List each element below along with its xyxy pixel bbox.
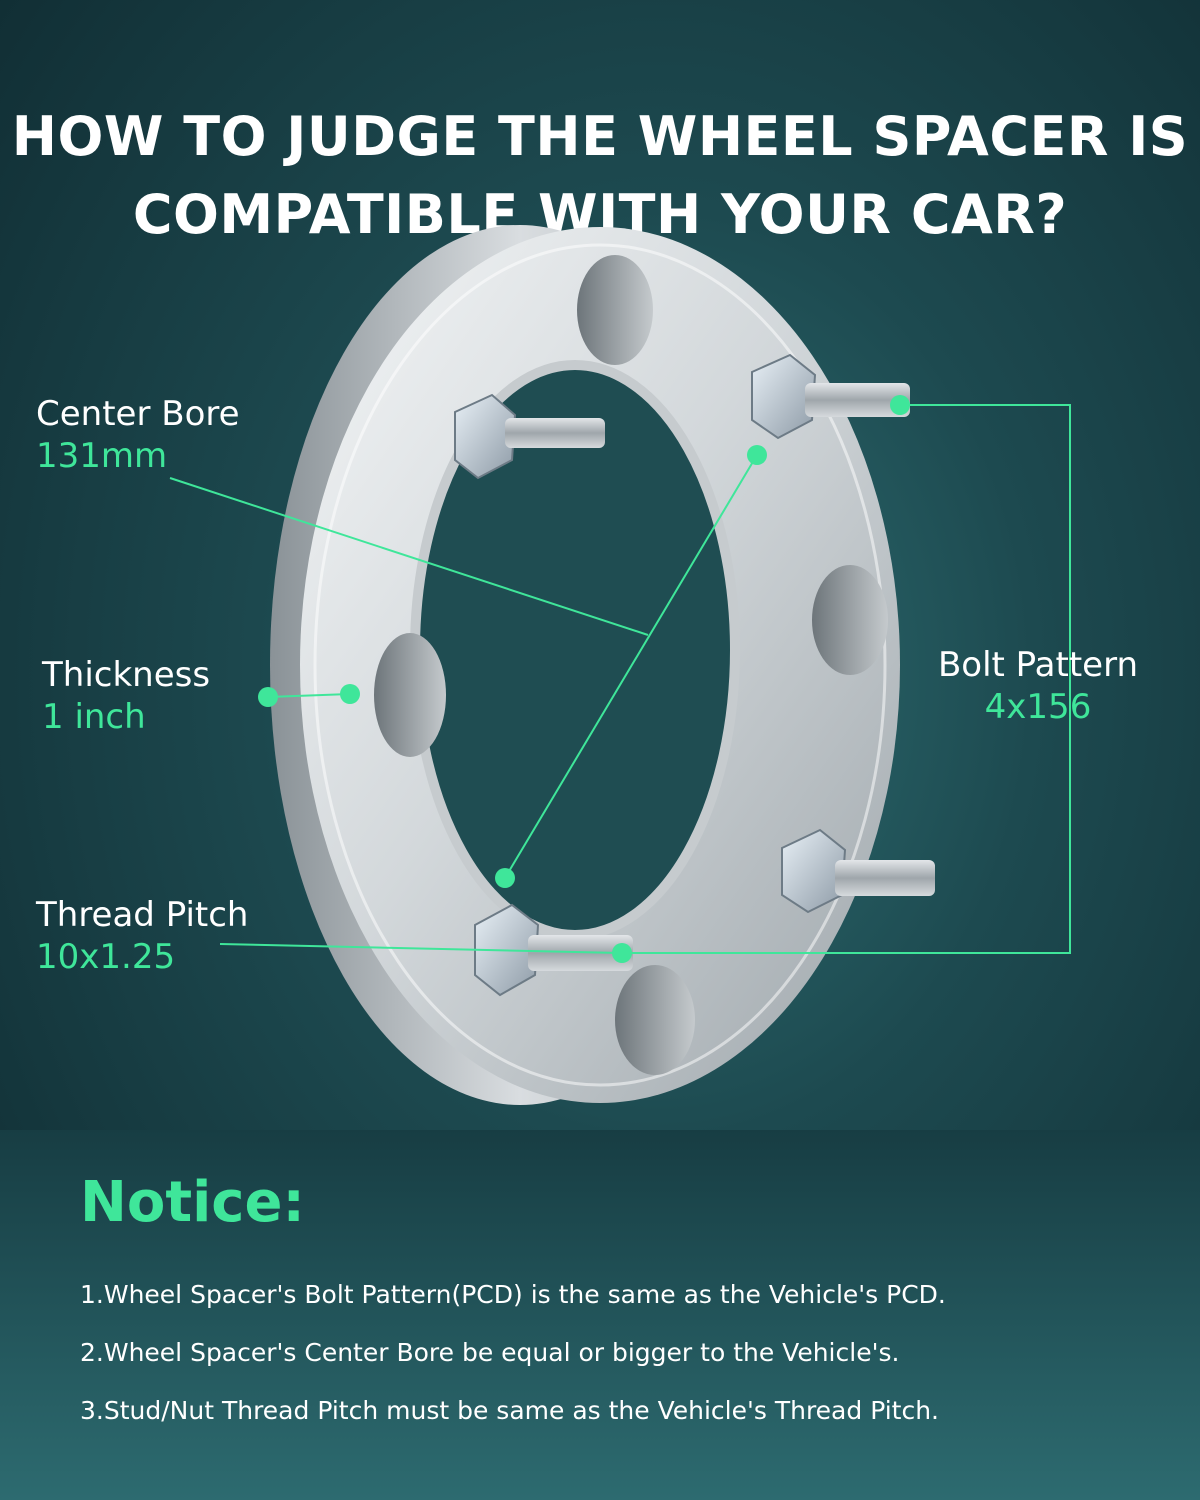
lug-nut-icon xyxy=(454,393,605,480)
callout-bolt-pattern xyxy=(622,404,1071,954)
callout-center-bore xyxy=(169,477,649,636)
lug-nut-icon xyxy=(751,353,910,440)
thread-pitch-name: Thread Pitch xyxy=(36,895,249,935)
thickness-value: 1 inch xyxy=(42,697,146,737)
notice-panel xyxy=(0,1130,1200,1500)
thread-pitch-label: Thread Pitch 10x1.25 xyxy=(36,894,248,978)
notice-list: 1.Wheel Spacer's Bolt Pattern(PCD) is th… xyxy=(80,1280,946,1454)
callout-thickness xyxy=(267,693,351,698)
bolt-pattern-name: Bolt Pattern xyxy=(937,645,1139,685)
notice-item: 1.Wheel Spacer's Bolt Pattern(PCD) is th… xyxy=(80,1280,946,1309)
bolt-pattern-label: Bolt Pattern 4x156 xyxy=(928,644,1148,728)
thread-pitch-value: 10x1.25 xyxy=(36,937,176,977)
bolt-hole xyxy=(577,255,653,365)
notice-item: 3.Stud/Nut Thread Pitch must be same as … xyxy=(80,1396,940,1425)
callout-dot-icon xyxy=(495,868,515,888)
bolt-pattern-value: 4x156 xyxy=(984,687,1092,727)
center-bore-value: 131mm xyxy=(36,436,168,476)
headline: HOW TO JUDGE THE WHEEL SPACER IS COMPATI… xyxy=(0,98,1200,254)
callout-dot-icon xyxy=(612,943,632,963)
lug-nut-icon xyxy=(781,828,935,914)
headline-line-1: HOW TO JUDGE THE WHEEL SPACER IS xyxy=(11,105,1189,169)
wheel-spacer-illustration xyxy=(169,225,1071,1105)
bolt-hole xyxy=(812,565,888,675)
bolt-hole xyxy=(615,965,695,1075)
thickness-name: Thickness xyxy=(42,655,211,695)
notice-item: 2.Wheel Spacer's Center Bore be equal or… xyxy=(80,1338,900,1367)
notice-title: Notice: xyxy=(80,1170,305,1235)
center-bore-name: Center Bore xyxy=(36,394,240,434)
callout-dot-icon xyxy=(747,445,767,465)
bolt-hole xyxy=(374,633,446,757)
thickness-label: Thickness 1 inch xyxy=(42,654,210,738)
center-bore-label: Center Bore 131mm xyxy=(36,393,240,477)
callout-dot-icon xyxy=(340,684,360,704)
callout-dot-icon xyxy=(258,687,278,707)
callout-thread-pitch xyxy=(219,454,758,954)
callout-dot-icon xyxy=(890,395,910,415)
